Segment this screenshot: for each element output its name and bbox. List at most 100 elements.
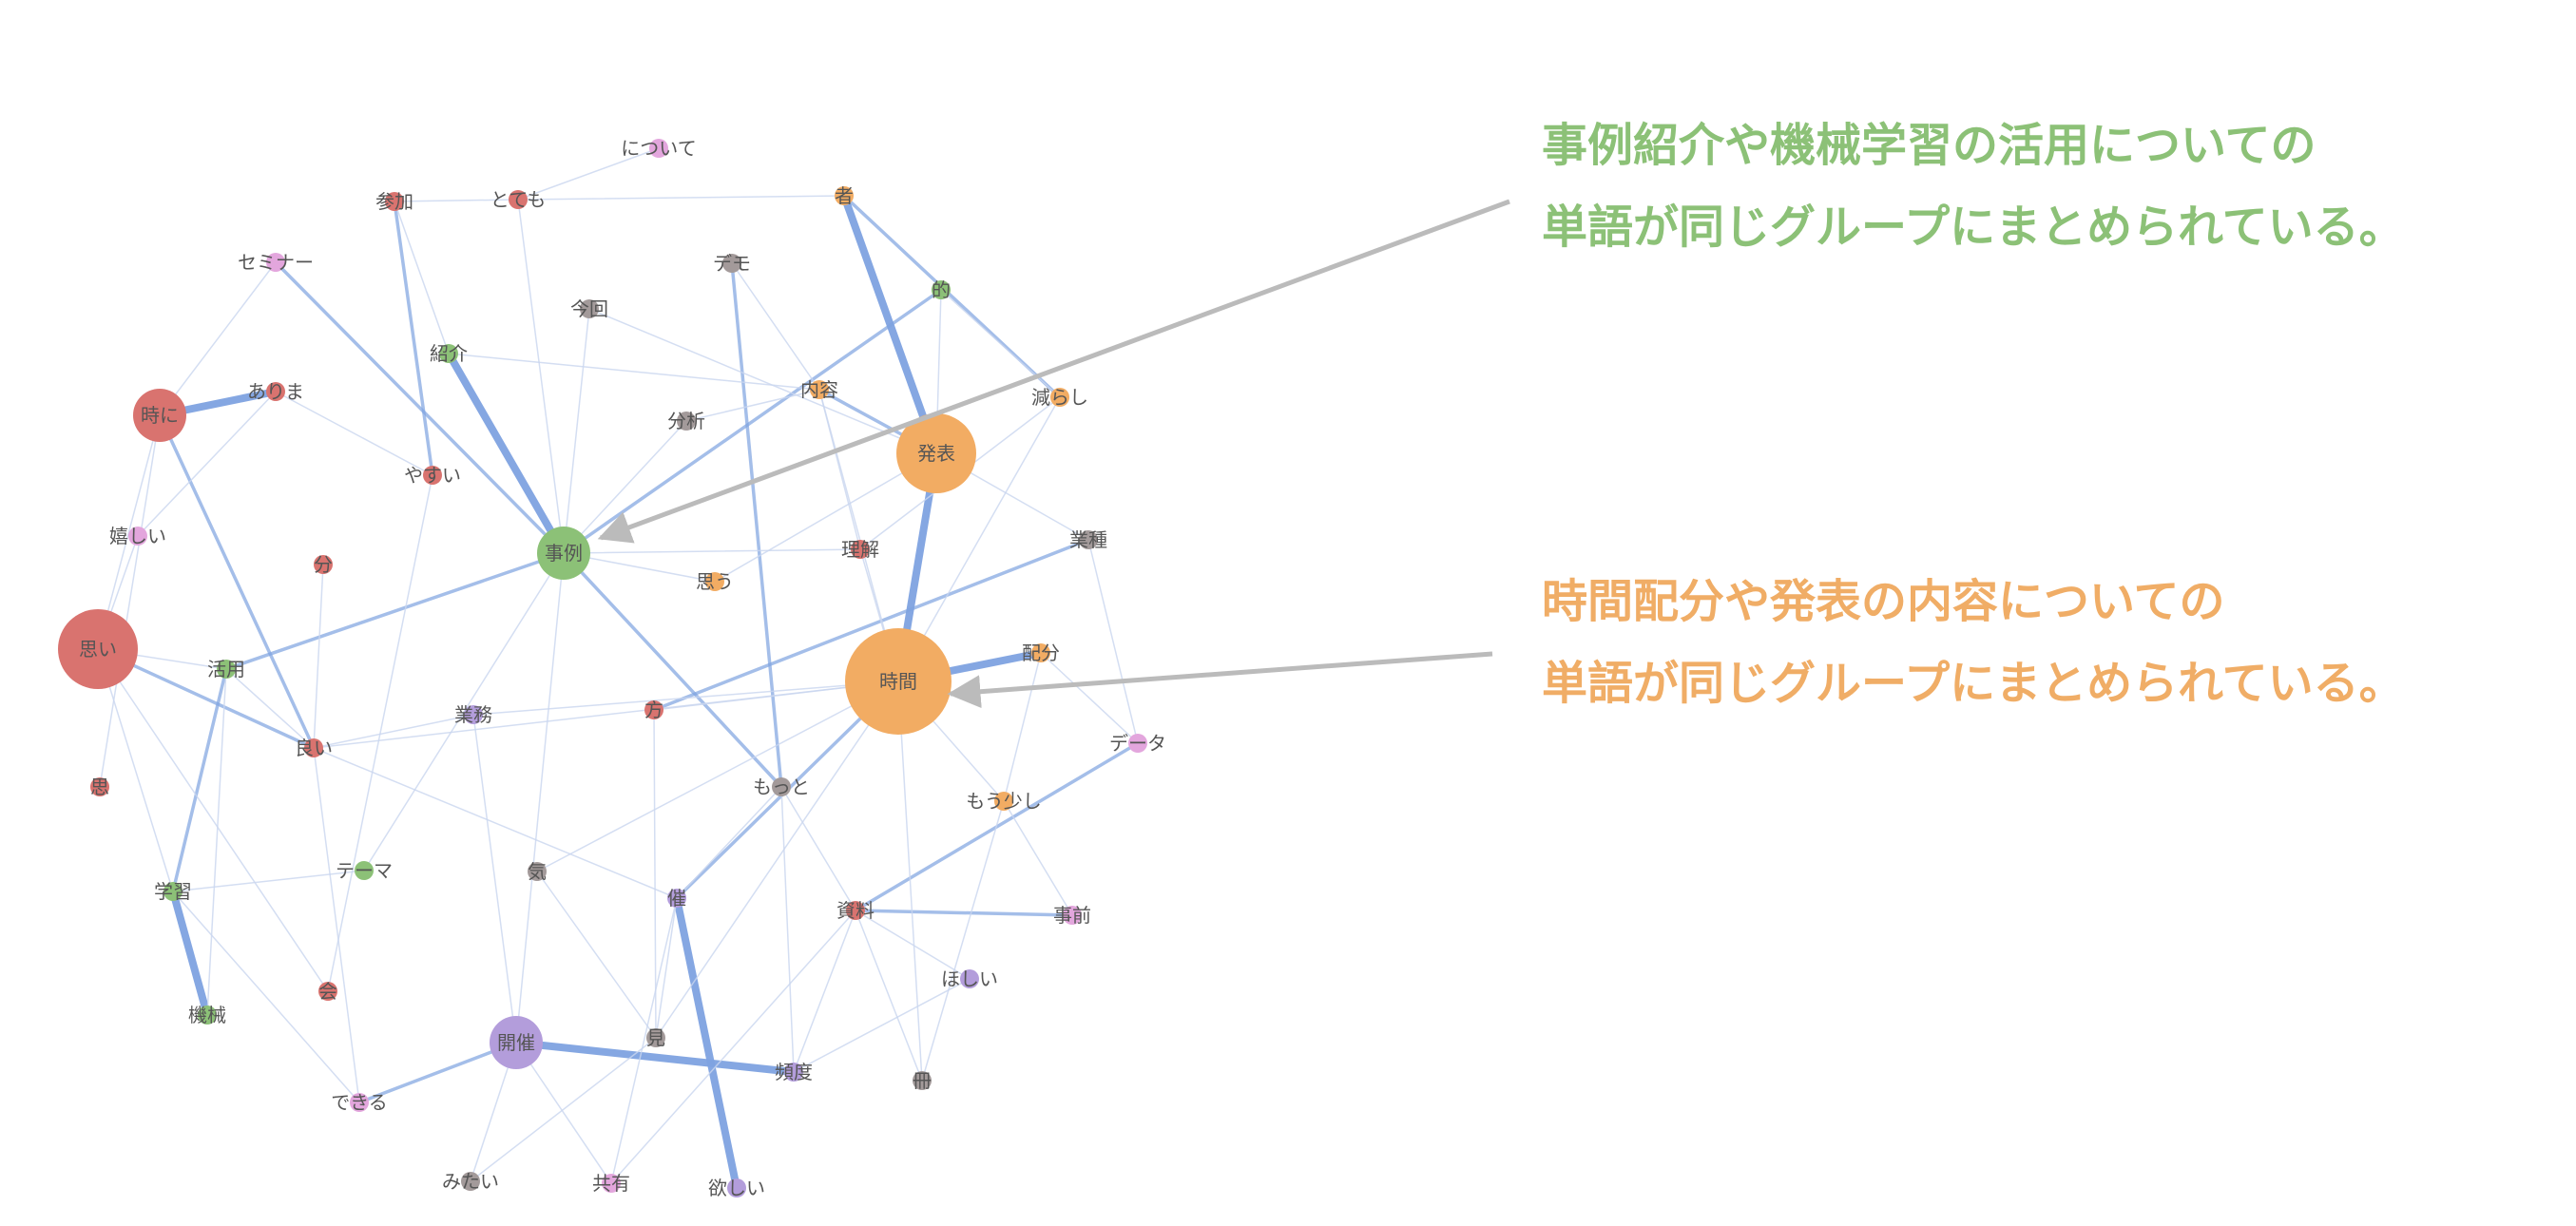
edge-kaisai-dekiru: [357, 1041, 518, 1104]
edge-demo-motto: [730, 261, 783, 789]
node-circle-gakushu: [163, 882, 183, 901]
node-mitai: みたい: [442, 1170, 499, 1193]
green-annotation-line-2: 単語が同じグループにまとめられている。: [1542, 201, 2405, 254]
node-circle-nitsuite: [649, 139, 668, 158]
node-gyoushu: 業種: [1069, 528, 1107, 551]
node-label-herashi: 減らし: [1031, 386, 1088, 409]
node-arima: ありま: [247, 380, 304, 403]
node-kata: 方: [644, 699, 663, 721]
edge-dekiru-yoi: [313, 747, 360, 1103]
node-gyoumu: 業務: [454, 703, 492, 726]
edge-hindo-shiryou: [793, 910, 856, 1073]
node-label-theme: テーマ: [336, 859, 393, 882]
orange-annotation-line-1: 時間配分や発表の内容についての: [1542, 575, 2225, 628]
node-circle-konkai: [580, 299, 599, 318]
node-label-gakushu: 学習: [154, 880, 192, 903]
node-circle-theme: [355, 861, 374, 880]
node-circle-kyouyuu: [602, 1174, 621, 1193]
edge-jirei-rikai: [563, 548, 861, 554]
node-label-konkai: 今回: [570, 297, 608, 320]
edge-ki-jikan: [536, 680, 899, 872]
node-label-gyoushu: 業種: [1069, 528, 1107, 551]
node-bunseki: 分析: [667, 410, 705, 432]
edge-jirei-kaisai: [515, 552, 565, 1044]
node-circle-gyoushu: [1079, 530, 1098, 549]
node-circle-bunseki: [677, 412, 696, 431]
node-label-sanka: 参加: [375, 190, 413, 213]
edge-mousukoshi-sasshi: [921, 800, 1005, 1082]
node-circle-yoi: [304, 738, 323, 757]
node-label-mousukoshi: もう少し: [966, 790, 1041, 813]
edge-shokai-naiyou: [448, 353, 820, 391]
edge-arima-yasui: [275, 391, 433, 476]
node-label-hindo: 頻度: [775, 1061, 813, 1083]
edge-shiryou-jizen: [854, 909, 1074, 917]
node-label-mitai: みたい: [442, 1170, 499, 1193]
edge-kai-yasui: [327, 474, 433, 992]
node-mousukoshi: もう少し: [966, 790, 1041, 813]
node-label-sha: 者: [835, 184, 854, 207]
node-label-data: データ: [1109, 732, 1166, 755]
node-circle-kaisai_a: [667, 889, 686, 908]
node-kyouyuu: 共有: [592, 1172, 630, 1195]
edge-bunseki-jirei: [563, 420, 687, 554]
edge-kyouyuu-kaisai: [515, 1042, 612, 1184]
node-circle-kikai: [198, 1006, 217, 1025]
node-rikai: 理解: [841, 538, 879, 561]
node-demo: デモ: [713, 252, 751, 275]
edges-layer: [96, 147, 1140, 1192]
edge-omoi-kai: [97, 648, 329, 992]
node-kikai: 機械: [188, 1004, 226, 1026]
node-circle-mousukoshi: [994, 792, 1013, 811]
edge-kaisai_a-mi: [655, 897, 678, 1039]
node-circle-jirei: [537, 527, 590, 580]
node-label-arima: ありま: [247, 380, 304, 403]
edge-gyoumu-yoi: [313, 714, 474, 749]
node-mi: 見: [646, 1026, 665, 1049]
edge-nitsuite-totemo: [517, 147, 660, 201]
node-hindo: 頻度: [775, 1061, 813, 1083]
node-label-kaisai_a: 催: [667, 887, 686, 910]
edge-katsuyou-yoi: [225, 668, 315, 749]
node-happyou: 発表: [896, 413, 976, 493]
node-circle-hoshii: [960, 969, 979, 988]
node-circle-shiryou: [846, 901, 865, 920]
annotation-arrows: [597, 199, 1510, 709]
edge-hindo-hoshii: [793, 978, 971, 1073]
edge-motto-jirei: [562, 551, 783, 789]
node-label-ureshii: 嬉しい: [109, 525, 166, 547]
edge-sasshi-jikan: [897, 680, 923, 1082]
edge-sha-herashi: [842, 194, 1062, 399]
node-circle-kai: [318, 982, 337, 1001]
edge-jirei-katsuyou: [224, 551, 566, 671]
node-label-shiryou: 資料: [836, 899, 875, 922]
node-motto: もっと: [753, 776, 810, 798]
edge-seminar-tokini: [159, 261, 277, 416]
node-totemo: とても: [490, 188, 546, 211]
node-shiryou: 資料: [836, 899, 875, 922]
orange-annotation-line-2: 単語が同じグループにまとめられている。: [1542, 657, 2405, 710]
green-annotation-arrow: [597, 199, 1510, 544]
node-tokini: 時に: [133, 389, 186, 442]
node-circle-jikan: [845, 628, 952, 735]
edge-sanka-totemo: [394, 199, 519, 202]
edge-kyouyuu-kaisai_a: [610, 897, 678, 1184]
node-label-tokini: 時に: [141, 404, 179, 427]
node-circle-sanka: [385, 192, 404, 211]
edge-jizen-mousukoshi: [1003, 800, 1073, 916]
node-circle-herashi: [1050, 388, 1069, 407]
edge-konkai-happyou: [588, 308, 937, 454]
node-haibun: 配分: [1022, 642, 1060, 664]
node-circle-yasui: [423, 466, 442, 485]
node-circle-kaisai: [490, 1016, 543, 1069]
node-circle-shokai: [439, 344, 458, 363]
edge-gyoumu-jikan: [472, 680, 899, 716]
node-circle-totemo: [509, 190, 528, 209]
node-circle-seminar: [266, 253, 285, 272]
node-label-mi: 見: [646, 1026, 665, 1049]
node-circle-ureshii: [128, 527, 147, 546]
edge-mi-jikan: [655, 680, 899, 1039]
node-label-fun: 分: [314, 553, 333, 576]
node-label-seminar: セミナー: [238, 251, 314, 274]
